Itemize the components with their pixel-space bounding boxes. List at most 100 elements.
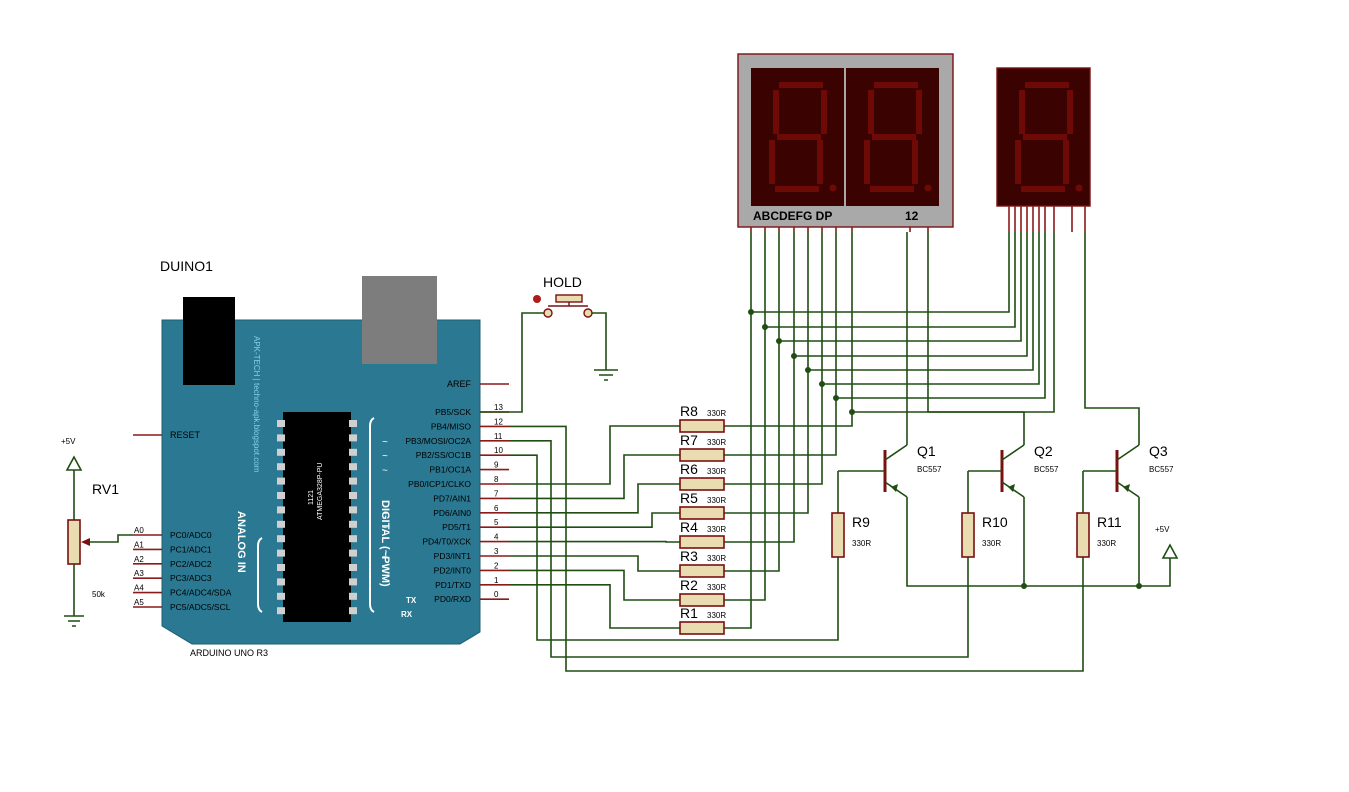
resistor-value: 330R [707,496,726,505]
pin-number: 12 [494,417,503,426]
pwm-mark: ~ [382,451,388,462]
resistor-r1: R1 330R [679,605,726,635]
resistor-value: 330R [707,438,726,447]
segment [916,90,922,134]
pin-label: PD4/T0/XCK [422,537,471,547]
resistor-ref: R1 [680,605,698,621]
pin-label: PB5/SCK [435,407,471,417]
resistor-value: 330R [852,539,871,548]
button-indicator-icon [533,295,541,303]
analog-title: ANALOG IN [235,511,247,573]
resistor-ref: R2 [680,577,698,593]
pin-number: A2 [134,555,144,564]
reset-label: RESET [170,430,201,440]
supply-arrow-icon [1161,543,1179,559]
pin-label: PC5/ADC5/SCL [170,602,231,612]
pin-number: 6 [494,504,499,513]
segment [868,90,874,134]
resistor-ref: R4 [680,519,698,535]
pin-label: PC4/ADC4/SDA [170,588,232,598]
pin-label: PB4/MISO [431,421,472,431]
pwm-mark: ~ [382,552,388,563]
transistor-type: BC557 [1149,465,1174,474]
segment [1019,90,1025,134]
segment [775,186,819,192]
segment [779,82,823,88]
pin-number: 0 [494,590,499,599]
pin-label: PD7/AIN1 [433,493,471,503]
segment [773,90,779,134]
pin-label: PC3/ADC3 [170,573,212,583]
pin-number: 2 [494,561,499,570]
pin-number: 8 [494,475,499,484]
pin-label: PB1/OC1A [429,465,471,475]
pin-number: A1 [134,540,144,549]
pot-supply-label: +5V [61,437,76,446]
pwm-mark: ~ [382,437,388,448]
analog-pin: A5 PC5/ADC5/SCL [133,598,231,612]
mcu-chip [283,412,351,622]
pin-number: 1 [494,576,499,585]
resistor-value: 330R [707,467,726,476]
digital-pin: 0 PD0/RXD [434,590,509,604]
pin-number: 4 [494,533,499,542]
supply-arrow-icon [65,455,83,471]
power-jack [183,297,235,385]
resistor-value: 330R [707,611,726,620]
pin-label: PD2/INT0 [434,565,472,575]
digital-pin: 12 PB4/MISO [431,417,509,431]
segment [872,134,916,140]
display-single [996,67,1091,207]
segment [1067,90,1073,134]
pin-label: PD1/TXD [435,580,471,590]
resistor-ref: R6 [680,461,698,477]
pwm-mark: ~ [382,509,388,520]
segment [912,140,918,184]
board-name: ARDUINO UNO R3 [190,648,268,658]
segment [1021,186,1065,192]
potentiometer-rv1: +5V RV1 50k [61,437,133,627]
digital-pin: 2 PD2/INT0 [434,561,509,575]
arduino-board: DUINO1 ATMEGA328P-PU 1121 APK-TECH | tec… [133,258,509,658]
segment [870,186,914,192]
chip-sub: 1121 [308,490,315,505]
display-pin-label: ABCDEFG DP [753,209,832,223]
transistor-type: BC557 [917,465,942,474]
segment [821,90,827,134]
pin-label: PD0/RXD [434,594,471,604]
pin-label: PD3/INT1 [434,551,472,561]
pin-label: PB3/MOSI/OC2A [405,436,471,446]
ground-icon [594,369,618,381]
segment [1023,134,1067,140]
hold-button[interactable]: HOLD [480,274,618,413]
tx-label: TX [406,596,417,605]
resistor-ref: R7 [680,432,698,448]
supply-right-label: +5V [1155,525,1170,534]
transistor-ref: Q2 [1034,443,1053,459]
pin-number: 13 [494,403,503,412]
pin-label: PB0/ICP1/CLKO [408,479,471,489]
pin-label: PC1/ADC1 [170,544,212,554]
pin-number: 3 [494,547,499,556]
resistor-value: 330R [982,539,1001,548]
pin-label: PB2/SS/OC1B [416,450,472,460]
segment [874,82,918,88]
pin-number: A5 [134,598,144,607]
resistor-value: 330R [707,554,726,563]
analog-pin: A1 PC1/ADC1 [133,540,212,554]
transistor-ref: Q3 [1149,443,1168,459]
transistor-ref: Q1 [917,443,936,459]
board-ref: DUINO1 [160,258,213,274]
